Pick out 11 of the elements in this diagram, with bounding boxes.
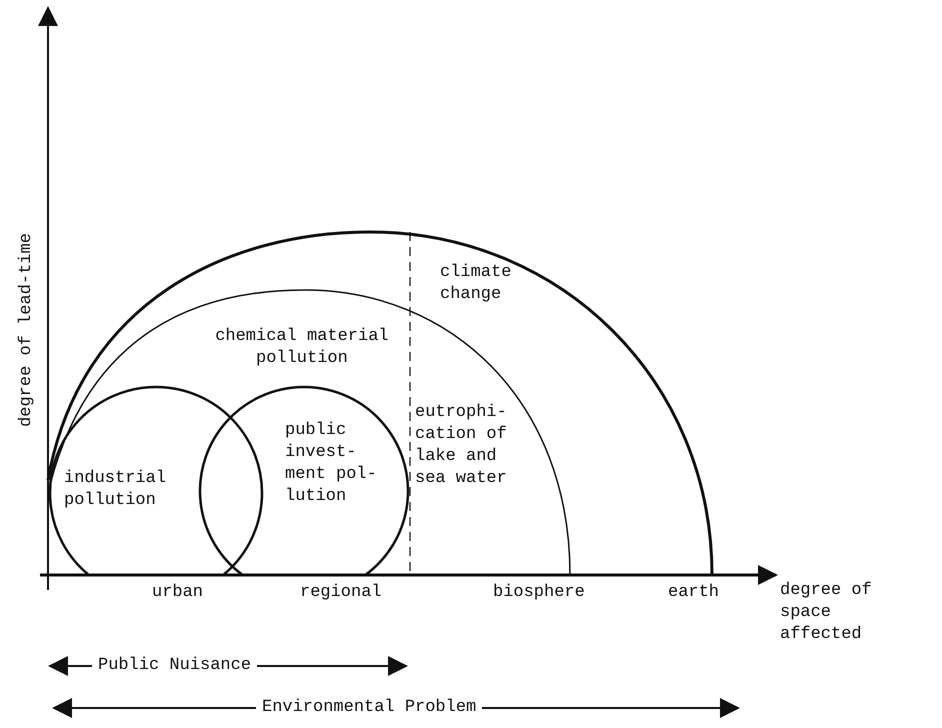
region-label: public invest- ment pol- lution (285, 420, 378, 508)
region-label: climate change (440, 262, 512, 306)
region-label: industrial pollution (64, 468, 168, 512)
tick-label: regional (300, 582, 382, 604)
axis-label: degree of lead-time (16, 233, 37, 427)
region-label: chemical material pollution (214, 326, 390, 370)
axis-label: degree of space affected (780, 580, 873, 646)
tick-label: biosphere (493, 582, 585, 604)
region-label: eutrophi- cation of lake and sea water (415, 402, 508, 490)
tick-label: earth (668, 582, 720, 604)
tick-label: urban (152, 582, 204, 604)
